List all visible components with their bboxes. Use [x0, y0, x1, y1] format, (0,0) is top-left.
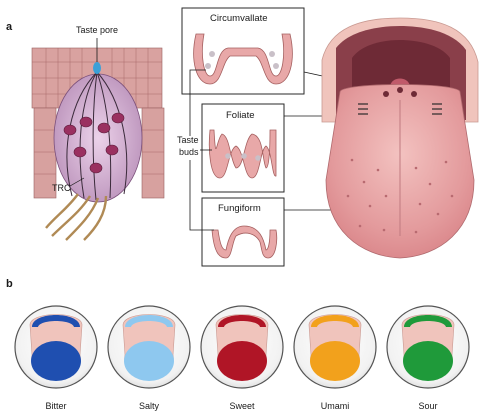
taste-region-front — [310, 341, 360, 381]
taste-bud-illustration — [32, 38, 164, 240]
taste-label: Sweet — [229, 401, 255, 411]
taste-buds-label-line1: Taste — [177, 135, 199, 145]
taste-region-front — [217, 341, 267, 381]
taste-label: Umami — [321, 401, 350, 411]
taste-label: Bitter — [45, 401, 66, 411]
taste-maps: Bitter Salty Sweet Umami Sour — [15, 306, 469, 411]
papilla-box-circumvallate: Circumvallate — [182, 8, 304, 94]
taste-map-sour: Sour — [387, 306, 469, 411]
taste-label: Sour — [418, 401, 437, 411]
taste-map-bitter: Bitter — [15, 306, 97, 411]
papilla-box-fungiform: Fungiform — [202, 198, 284, 266]
taste-region-front — [403, 341, 453, 381]
panel-a: a — [6, 8, 478, 266]
fungiform-title: Fungiform — [218, 203, 261, 214]
trc-label: TRC — [52, 183, 71, 193]
taste-region-front — [124, 341, 174, 381]
papilla-box-foliate: Foliate — [202, 104, 284, 192]
taste-map-umami: Umami — [294, 306, 376, 411]
panel-b: b Bitter Salty Sweet Umami Sour — [6, 278, 469, 411]
tongue-illustration — [322, 18, 478, 258]
panel-b-letter: b — [6, 278, 13, 290]
taste-region-front — [31, 341, 81, 381]
taste-map-sweet: Sweet — [201, 306, 283, 411]
taste-label: Salty — [139, 401, 160, 411]
taste-buds-label-line2: buds — [179, 147, 199, 157]
taste-pore-label: Taste pore — [76, 25, 118, 35]
foliate-title: Foliate — [226, 110, 255, 121]
panel-a-letter: a — [6, 21, 13, 33]
circumvallate-title: Circumvallate — [210, 13, 268, 24]
taste-map-salty: Salty — [108, 306, 190, 411]
